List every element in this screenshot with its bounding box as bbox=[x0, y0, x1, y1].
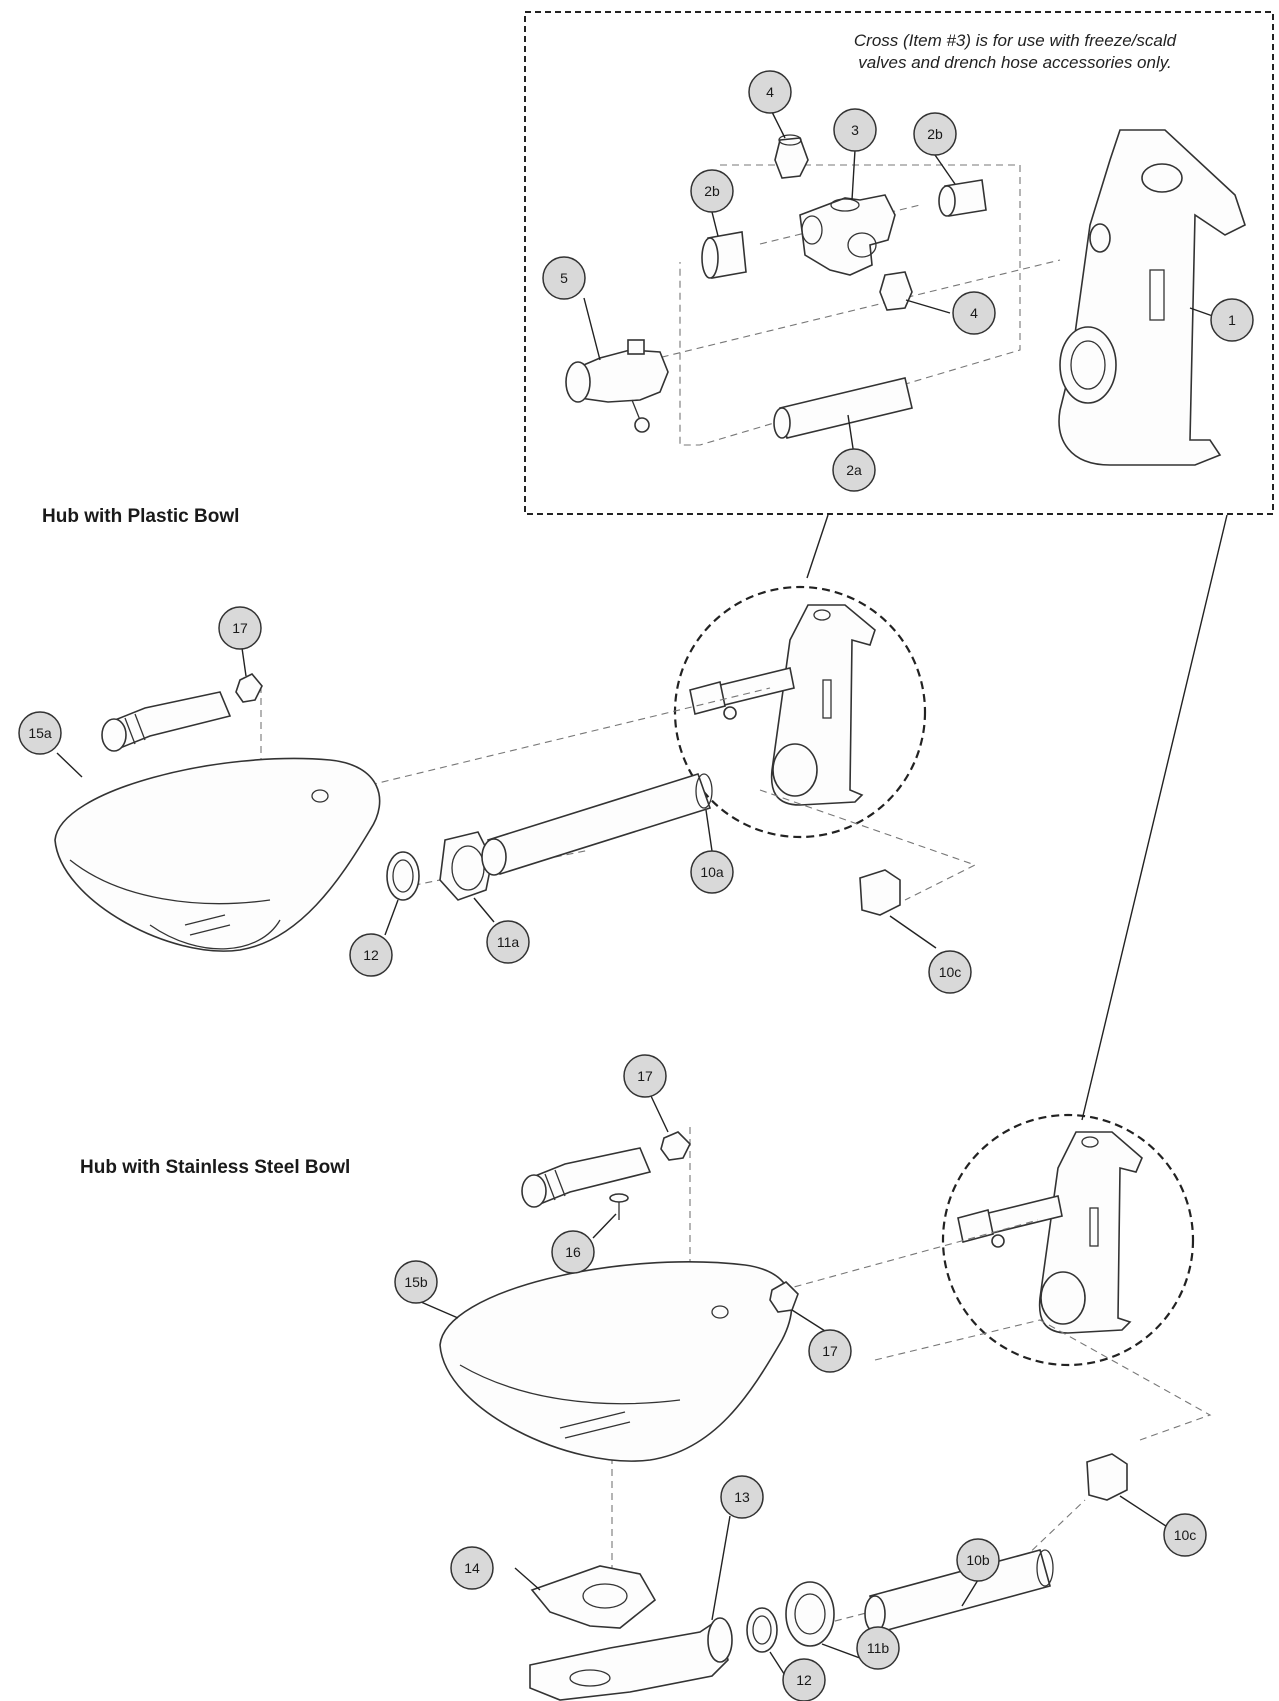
part-screw-16 bbox=[609, 1193, 629, 1220]
leader-detail-left bbox=[806, 514, 829, 579]
svg-text:2b: 2b bbox=[927, 126, 943, 142]
part-nut-17-plastic bbox=[235, 673, 263, 703]
callout-11b: 11b bbox=[856, 1626, 900, 1670]
svg-text:17: 17 bbox=[232, 620, 248, 636]
callout-12-plastic: 12 bbox=[349, 933, 393, 977]
callout-2b-right: 2b bbox=[913, 112, 957, 156]
callout-14: 14 bbox=[450, 1546, 494, 1590]
part-nipple-2b-left bbox=[701, 231, 747, 279]
svg-text:11b: 11b bbox=[867, 1640, 890, 1656]
part-hub-body-plastic-mini bbox=[689, 604, 876, 806]
part-cross bbox=[799, 194, 896, 276]
callout-17-steel-top: 17 bbox=[623, 1054, 667, 1098]
part-nut-17-steel-top bbox=[660, 1131, 691, 1161]
callout-10a: 10a bbox=[690, 850, 734, 894]
callout-12-steel: 12 bbox=[782, 1658, 826, 1701]
svg-text:3: 3 bbox=[851, 122, 859, 138]
part-gasket-12-plastic bbox=[386, 851, 420, 901]
plastic-leaders bbox=[56, 647, 937, 949]
svg-text:12: 12 bbox=[363, 947, 379, 963]
callout-4-bottom: 4 bbox=[952, 291, 996, 335]
callout-3: 3 bbox=[833, 108, 877, 152]
callout-11a: 11a bbox=[486, 920, 530, 964]
callout-10c-plastic: 10c bbox=[928, 950, 972, 994]
callout-2a: 2a bbox=[832, 448, 876, 492]
part-nipple-2b-right bbox=[938, 179, 987, 217]
part-nipple-2a bbox=[773, 377, 913, 439]
part-cap-10c-plastic bbox=[859, 869, 901, 916]
svg-text:4: 4 bbox=[766, 84, 774, 100]
svg-text:12: 12 bbox=[796, 1672, 812, 1688]
callout-16: 16 bbox=[551, 1230, 595, 1274]
callout-13: 13 bbox=[720, 1475, 764, 1519]
callout-17-plastic: 17 bbox=[218, 606, 262, 650]
part-hub-body bbox=[1058, 129, 1246, 466]
part-tube-10a bbox=[481, 773, 713, 876]
part-bubbler-steel bbox=[521, 1147, 652, 1208]
svg-text:10a: 10a bbox=[700, 864, 724, 880]
steel-guides bbox=[611, 1127, 1212, 1631]
callout-5: 5 bbox=[542, 256, 586, 300]
part-bubbler-plastic bbox=[101, 691, 232, 752]
svg-text:17: 17 bbox=[637, 1068, 653, 1084]
note-line-2: valves and drench hose accessories only. bbox=[858, 53, 1172, 72]
callout-1: 1 bbox=[1210, 298, 1254, 342]
detail-box bbox=[524, 11, 1274, 515]
svg-text:15b: 15b bbox=[404, 1274, 428, 1290]
part-plastic-bowl bbox=[54, 757, 381, 952]
part-steel-bowl bbox=[439, 1261, 793, 1462]
svg-text:13: 13 bbox=[734, 1489, 750, 1505]
callout-15a: 15a bbox=[18, 711, 62, 755]
detail-circle-plastic bbox=[673, 585, 927, 839]
part-drain-13 bbox=[529, 1617, 733, 1701]
svg-text:2a: 2a bbox=[846, 462, 862, 478]
svg-text:4: 4 bbox=[970, 305, 978, 321]
section-title-stainless-steel-bowl: Hub with Stainless Steel Bowl bbox=[80, 1157, 351, 1178]
part-cap-4-bottom bbox=[879, 271, 913, 311]
callout-10b: 10b bbox=[956, 1538, 1000, 1582]
leader-detail-right bbox=[1081, 514, 1228, 1121]
part-gasket-12-steel bbox=[746, 1607, 778, 1653]
steel-leaders bbox=[420, 1095, 1173, 1695]
svg-text:2b: 2b bbox=[704, 183, 720, 199]
part-valve bbox=[565, 339, 669, 433]
svg-text:10b: 10b bbox=[966, 1552, 990, 1568]
svg-text:17: 17 bbox=[822, 1343, 838, 1359]
cross-usage-note: Cross (Item #3) is for use with freeze/s… bbox=[780, 30, 1250, 74]
part-cap-4-top bbox=[774, 134, 809, 179]
callout-17-steel-side: 17 bbox=[808, 1329, 852, 1373]
detail-circle-steel bbox=[941, 1113, 1195, 1367]
svg-text:5: 5 bbox=[560, 270, 568, 286]
part-locknut-11b bbox=[785, 1581, 835, 1647]
callout-15b: 15b bbox=[394, 1260, 438, 1304]
part-cap-10c-steel bbox=[1086, 1453, 1128, 1501]
section-title-plastic-bowl: Hub with Plastic Bowl bbox=[42, 506, 240, 527]
callout-2b-left: 2b bbox=[690, 169, 734, 213]
part-bracket-14 bbox=[530, 1565, 657, 1629]
svg-text:1: 1 bbox=[1228, 312, 1236, 328]
svg-text:11a: 11a bbox=[497, 934, 520, 950]
svg-text:15a: 15a bbox=[28, 725, 52, 741]
callout-10c-steel: 10c bbox=[1163, 1513, 1207, 1557]
note-line-1: Cross (Item #3) is for use with freeze/s… bbox=[853, 31, 1177, 50]
callout-4-top: 4 bbox=[748, 70, 792, 114]
svg-text:10c: 10c bbox=[939, 964, 962, 980]
svg-text:16: 16 bbox=[565, 1244, 581, 1260]
svg-text:14: 14 bbox=[464, 1560, 480, 1576]
svg-text:10c: 10c bbox=[1174, 1527, 1197, 1543]
part-hub-body-steel-mini bbox=[957, 1131, 1143, 1334]
